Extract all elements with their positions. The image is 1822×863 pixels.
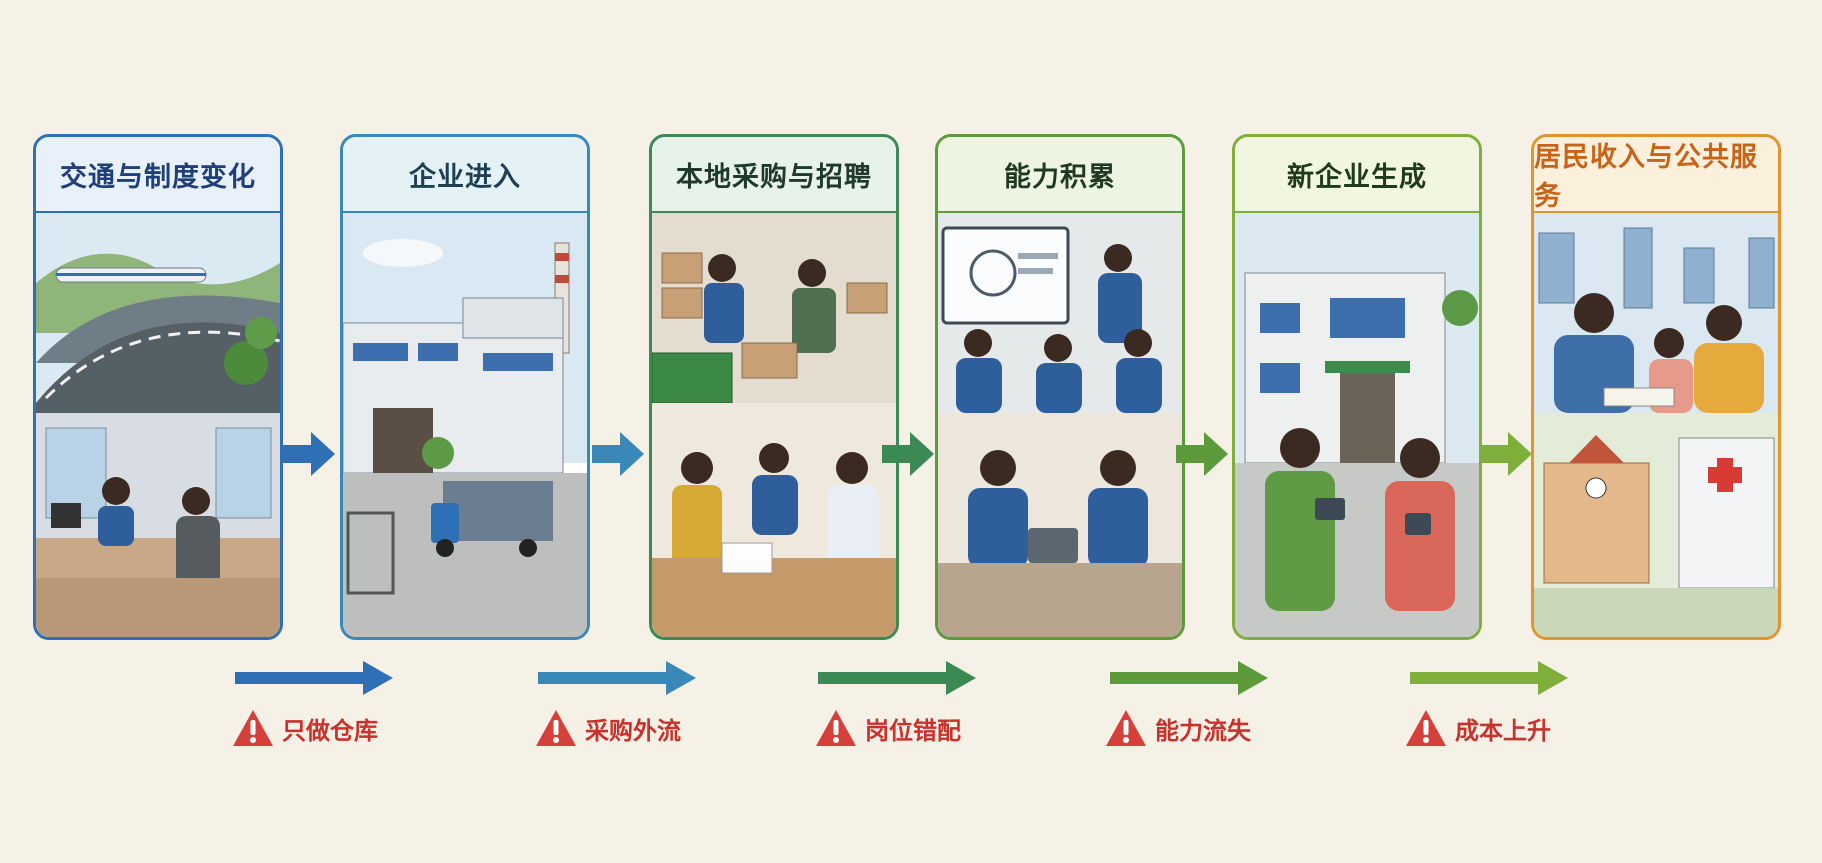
stage-title: 企业进入 (343, 137, 587, 213)
risk-flow-arrow (1110, 661, 1268, 695)
warning-triangle-icon (816, 710, 856, 746)
stage-title: 交通与制度变化 (36, 137, 280, 213)
illustration-factory-truck (343, 213, 587, 637)
risk-warning: 只做仓库 (232, 708, 378, 748)
risk-warning: 成本上升 (1405, 708, 1551, 748)
risk-flow-arrow (235, 661, 393, 695)
risk-label: 能力流失 (1155, 716, 1251, 745)
stage-card-income-public-services: 居民收入与公共服务 (1531, 134, 1781, 640)
stage-card-capability-building: 能力积累 (935, 134, 1185, 640)
risk-warning: 能力流失 (1105, 708, 1251, 748)
illustration-startup-building-entrepreneurs (1235, 213, 1479, 637)
stage-card-transport-policy: 交通与制度变化 (33, 134, 283, 640)
risk-flow-arrow (1410, 661, 1568, 695)
illustration-training-workshop (938, 213, 1182, 637)
warning-triangle-icon (1406, 710, 1446, 746)
next-step-arrow (592, 432, 644, 476)
warning-triangle-icon (233, 710, 273, 746)
illustration-highway-train-service-desk (36, 213, 280, 637)
stage-title: 能力积累 (938, 137, 1182, 213)
risk-flow-arrow (818, 661, 976, 695)
risk-label: 岗位错配 (865, 716, 961, 745)
stage-card-enterprise-entry: 企业进入 (340, 134, 590, 640)
stage-title: 居民收入与公共服务 (1534, 137, 1778, 213)
risk-flow-arrow (538, 661, 696, 695)
next-step-arrow (1176, 432, 1228, 476)
warning-triangle-icon (536, 710, 576, 746)
illustration-warehouse-recruitment-meeting (652, 213, 896, 637)
risk-label: 成本上升 (1455, 716, 1551, 745)
stage-card-new-enterprise: 新企业生成 (1232, 134, 1482, 640)
warning-triangle-icon (1106, 710, 1146, 746)
illustration-family-school-hospital (1534, 213, 1778, 637)
risk-warning: 岗位错配 (815, 708, 961, 748)
next-step-arrow (882, 432, 934, 476)
stage-title: 新企业生成 (1235, 137, 1479, 213)
risk-warning: 采购外流 (535, 708, 681, 748)
next-step-arrow (1480, 432, 1532, 476)
risk-label: 采购外流 (585, 716, 681, 745)
stage-card-local-sourcing-hiring: 本地采购与招聘 (649, 134, 899, 640)
stage-title: 本地采购与招聘 (652, 137, 896, 213)
next-step-arrow (283, 432, 335, 476)
risk-label: 只做仓库 (282, 716, 378, 745)
